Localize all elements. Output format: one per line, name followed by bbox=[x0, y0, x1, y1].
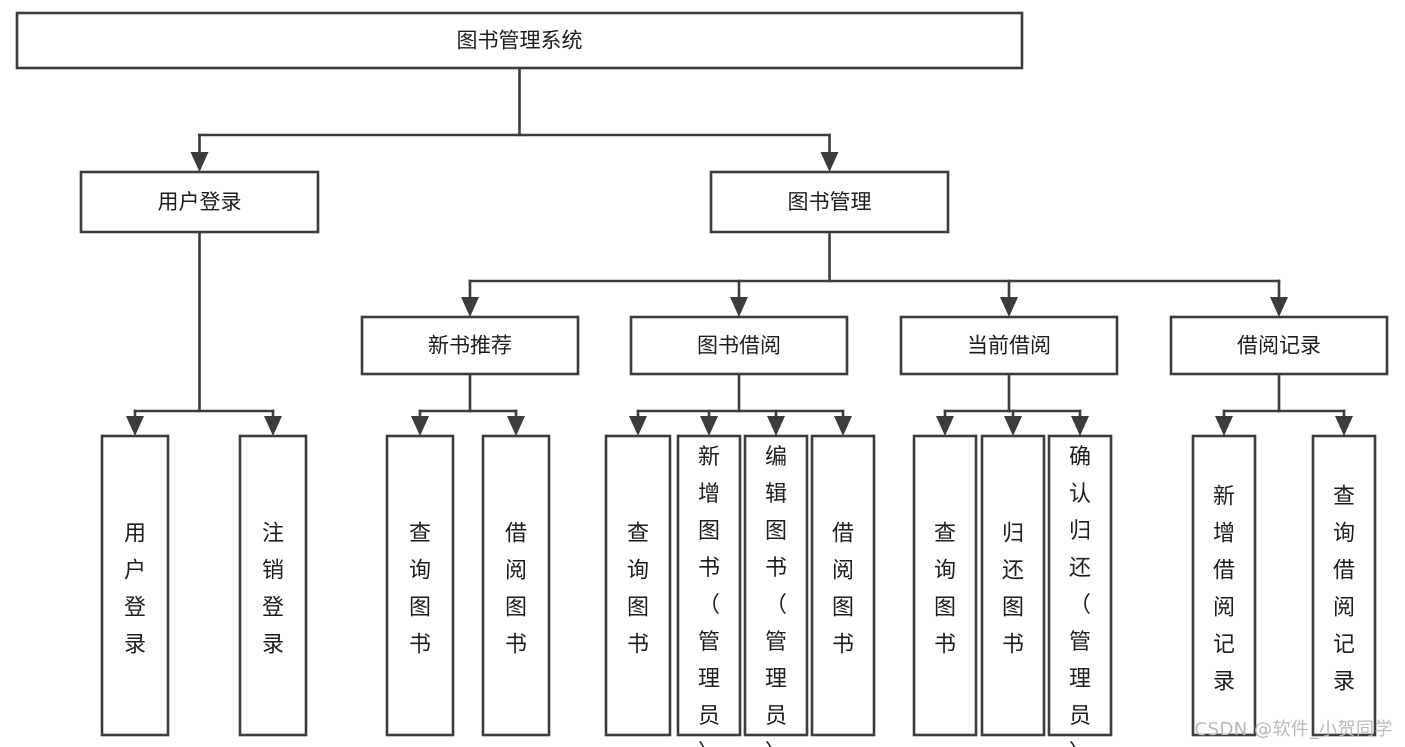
connector-layer bbox=[126, 66, 1353, 436]
node-box bbox=[385, 434, 455, 737]
node-current-borrow[interactable]: 当前借阅 bbox=[899, 315, 1119, 376]
node-box bbox=[1311, 434, 1377, 737]
node-label: 查询图书 bbox=[934, 521, 956, 657]
node-box bbox=[709, 170, 950, 234]
node-label: 注销登录 bbox=[262, 521, 284, 657]
node-leaf-query-record[interactable]: 查询借阅记录 bbox=[1311, 434, 1377, 737]
node-leaf-query-book-3[interactable]: 查询图书 bbox=[912, 434, 978, 737]
node-leaf-borrow-book-2[interactable]: 借阅图书 bbox=[810, 434, 876, 737]
node-box bbox=[629, 315, 849, 376]
node-label: 查询图书 bbox=[627, 521, 649, 657]
connector-group-borrow_record bbox=[1215, 372, 1353, 436]
node-label: 用户登录 bbox=[124, 521, 146, 657]
node-leaf-add-record[interactable]: 新增借阅记录 bbox=[1191, 434, 1257, 737]
node-box bbox=[1191, 434, 1257, 737]
node-label: 确认归还（管理员） bbox=[1069, 445, 1091, 747]
node-box bbox=[810, 434, 876, 737]
connector-group-book_manage bbox=[461, 230, 1288, 317]
node-leaf-query-book-2[interactable]: 查询图书 bbox=[604, 434, 672, 737]
node-leaf-confirm-return[interactable]: 确认归还（管理员） bbox=[1047, 434, 1113, 747]
node-leaf-logout[interactable]: 注销登录 bbox=[238, 434, 308, 737]
node-label: 归还图书 bbox=[1002, 521, 1024, 657]
connector-group-root bbox=[190, 66, 839, 172]
node-leaf-edit-book[interactable]: 编辑图书（管理员） bbox=[743, 434, 809, 747]
connector-group-current_borrow bbox=[936, 372, 1089, 436]
connector-group-book_borrow bbox=[629, 372, 852, 436]
node-box bbox=[1047, 434, 1113, 737]
node-layer: 图书管理系统用户登录图书管理新书推荐图书借阅当前借阅借阅记录用户登录注销登录查询… bbox=[15, 11, 1389, 747]
node-leaf-user-login[interactable]: 用户登录 bbox=[100, 434, 170, 737]
node-borrow-record[interactable]: 借阅记录 bbox=[1169, 315, 1389, 376]
node-label: 借阅记录 bbox=[1237, 334, 1321, 358]
node-box bbox=[743, 434, 809, 737]
node-box bbox=[899, 315, 1119, 376]
node-book-manage[interactable]: 图书管理 bbox=[709, 170, 950, 234]
node-label: 用户登录 bbox=[158, 190, 242, 214]
node-leaf-borrow-book-1[interactable]: 借阅图书 bbox=[481, 434, 551, 737]
node-box bbox=[15, 11, 1024, 70]
node-label: 新增借阅记录 bbox=[1213, 484, 1235, 694]
node-leaf-add-book[interactable]: 新增图书（管理员） bbox=[676, 434, 742, 747]
node-label: 新书推荐 bbox=[428, 334, 512, 358]
node-user-login[interactable]: 用户登录 bbox=[79, 170, 320, 234]
node-box bbox=[676, 434, 742, 737]
node-box bbox=[238, 434, 308, 737]
node-label: 编辑图书（管理员） bbox=[765, 445, 787, 747]
node-label: 当前借阅 bbox=[967, 334, 1051, 358]
node-label: 借阅图书 bbox=[505, 521, 527, 657]
node-box bbox=[1169, 315, 1389, 376]
connector-group-user_login bbox=[126, 230, 282, 436]
node-label: 借阅图书 bbox=[832, 521, 854, 657]
node-box bbox=[604, 434, 672, 737]
node-label: 图书管理系统 bbox=[457, 29, 583, 53]
node-box bbox=[79, 170, 320, 234]
node-label: 查询借阅记录 bbox=[1333, 484, 1355, 694]
node-leaf-query-book-1[interactable]: 查询图书 bbox=[385, 434, 455, 737]
node-box bbox=[100, 434, 170, 737]
node-box bbox=[980, 434, 1046, 737]
node-book-borrow[interactable]: 图书借阅 bbox=[629, 315, 849, 376]
node-box bbox=[912, 434, 978, 737]
node-label: 图书借阅 bbox=[697, 334, 781, 358]
connector-group-new_book_rec bbox=[411, 372, 525, 436]
node-label: 新增图书（管理员） bbox=[698, 445, 720, 747]
node-root[interactable]: 图书管理系统 bbox=[15, 11, 1024, 70]
node-label: 图书管理 bbox=[788, 190, 872, 214]
node-new-book-rec[interactable]: 新书推荐 bbox=[360, 315, 580, 376]
node-leaf-return-book[interactable]: 归还图书 bbox=[980, 434, 1046, 737]
node-box bbox=[481, 434, 551, 737]
node-label: 查询图书 bbox=[409, 521, 431, 657]
node-box bbox=[360, 315, 580, 376]
